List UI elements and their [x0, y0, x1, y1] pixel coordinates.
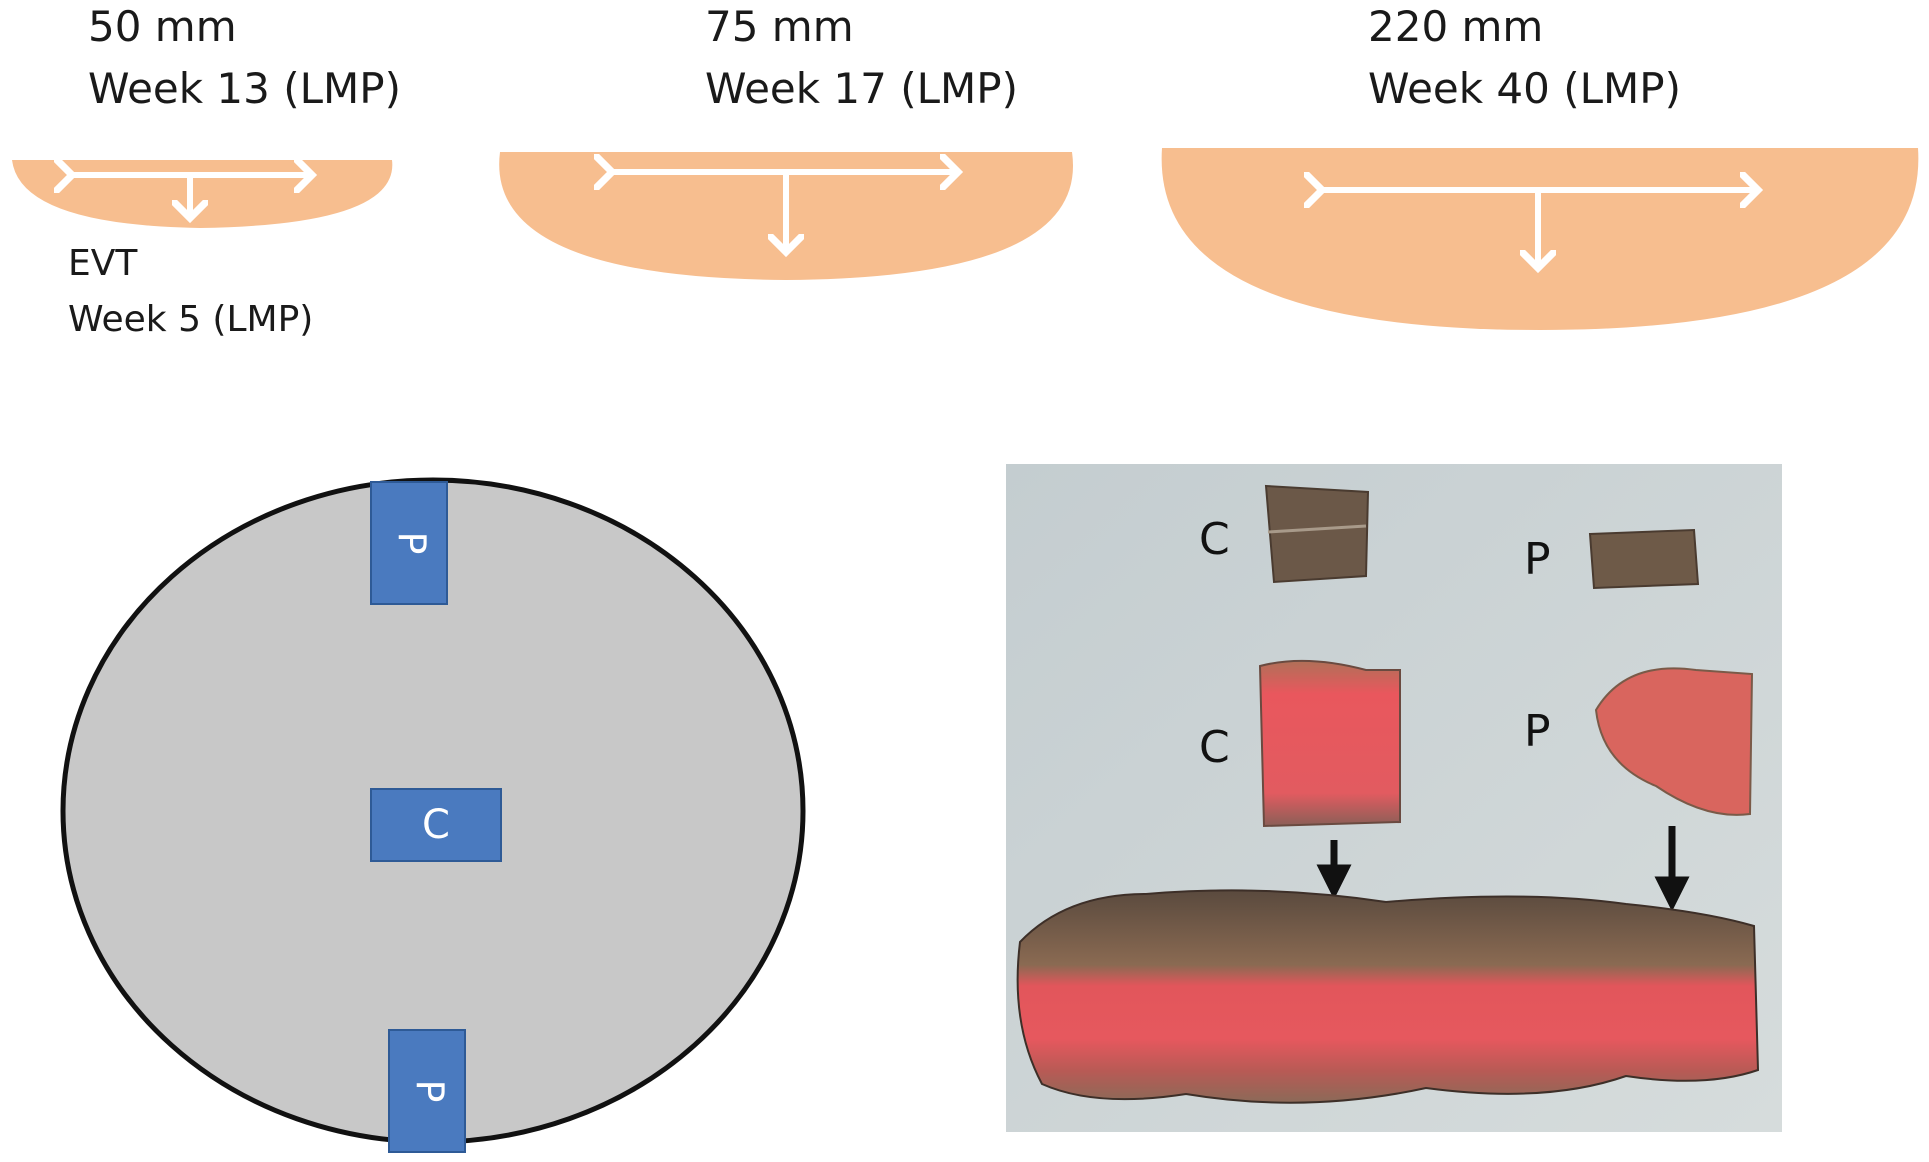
sample-central-label: C [422, 802, 450, 848]
placenta-shape-week40 [1161, 148, 1919, 330]
photo-label-c-top: C [1199, 514, 1230, 565]
stage3-size-label: 220 mm [1368, 2, 1544, 51]
sample-peripheral-top-label: P [390, 532, 434, 555]
tissue-photo-drawing [1006, 464, 1782, 1132]
evt-week-label: Week 5 (LMP) [68, 299, 314, 340]
sample-peripheral-top: P [370, 481, 448, 605]
stage1-week-label: Week 13 (LMP) [88, 64, 401, 113]
stage1-size-label: 50 mm [88, 2, 237, 51]
sample-peripheral-bottom: P [388, 1029, 466, 1153]
stage2-size-label: 75 mm [705, 2, 854, 51]
sample-central: C [370, 788, 502, 862]
photo-label-c-middle: C [1199, 722, 1230, 773]
placenta-shape-week13 [12, 160, 393, 228]
stage3-week-label: Week 40 (LMP) [1368, 64, 1681, 113]
placenta-shape-week17 [499, 152, 1074, 280]
stage2-week-label: Week 17 (LMP) [705, 64, 1018, 113]
tissue-photo: C P C P [1006, 464, 1782, 1132]
photo-label-p-middle: P [1524, 706, 1551, 757]
sample-peripheral-bottom-label: P [408, 1080, 452, 1103]
photo-label-p-top: P [1524, 534, 1551, 585]
evt-label: EVT [68, 243, 138, 284]
